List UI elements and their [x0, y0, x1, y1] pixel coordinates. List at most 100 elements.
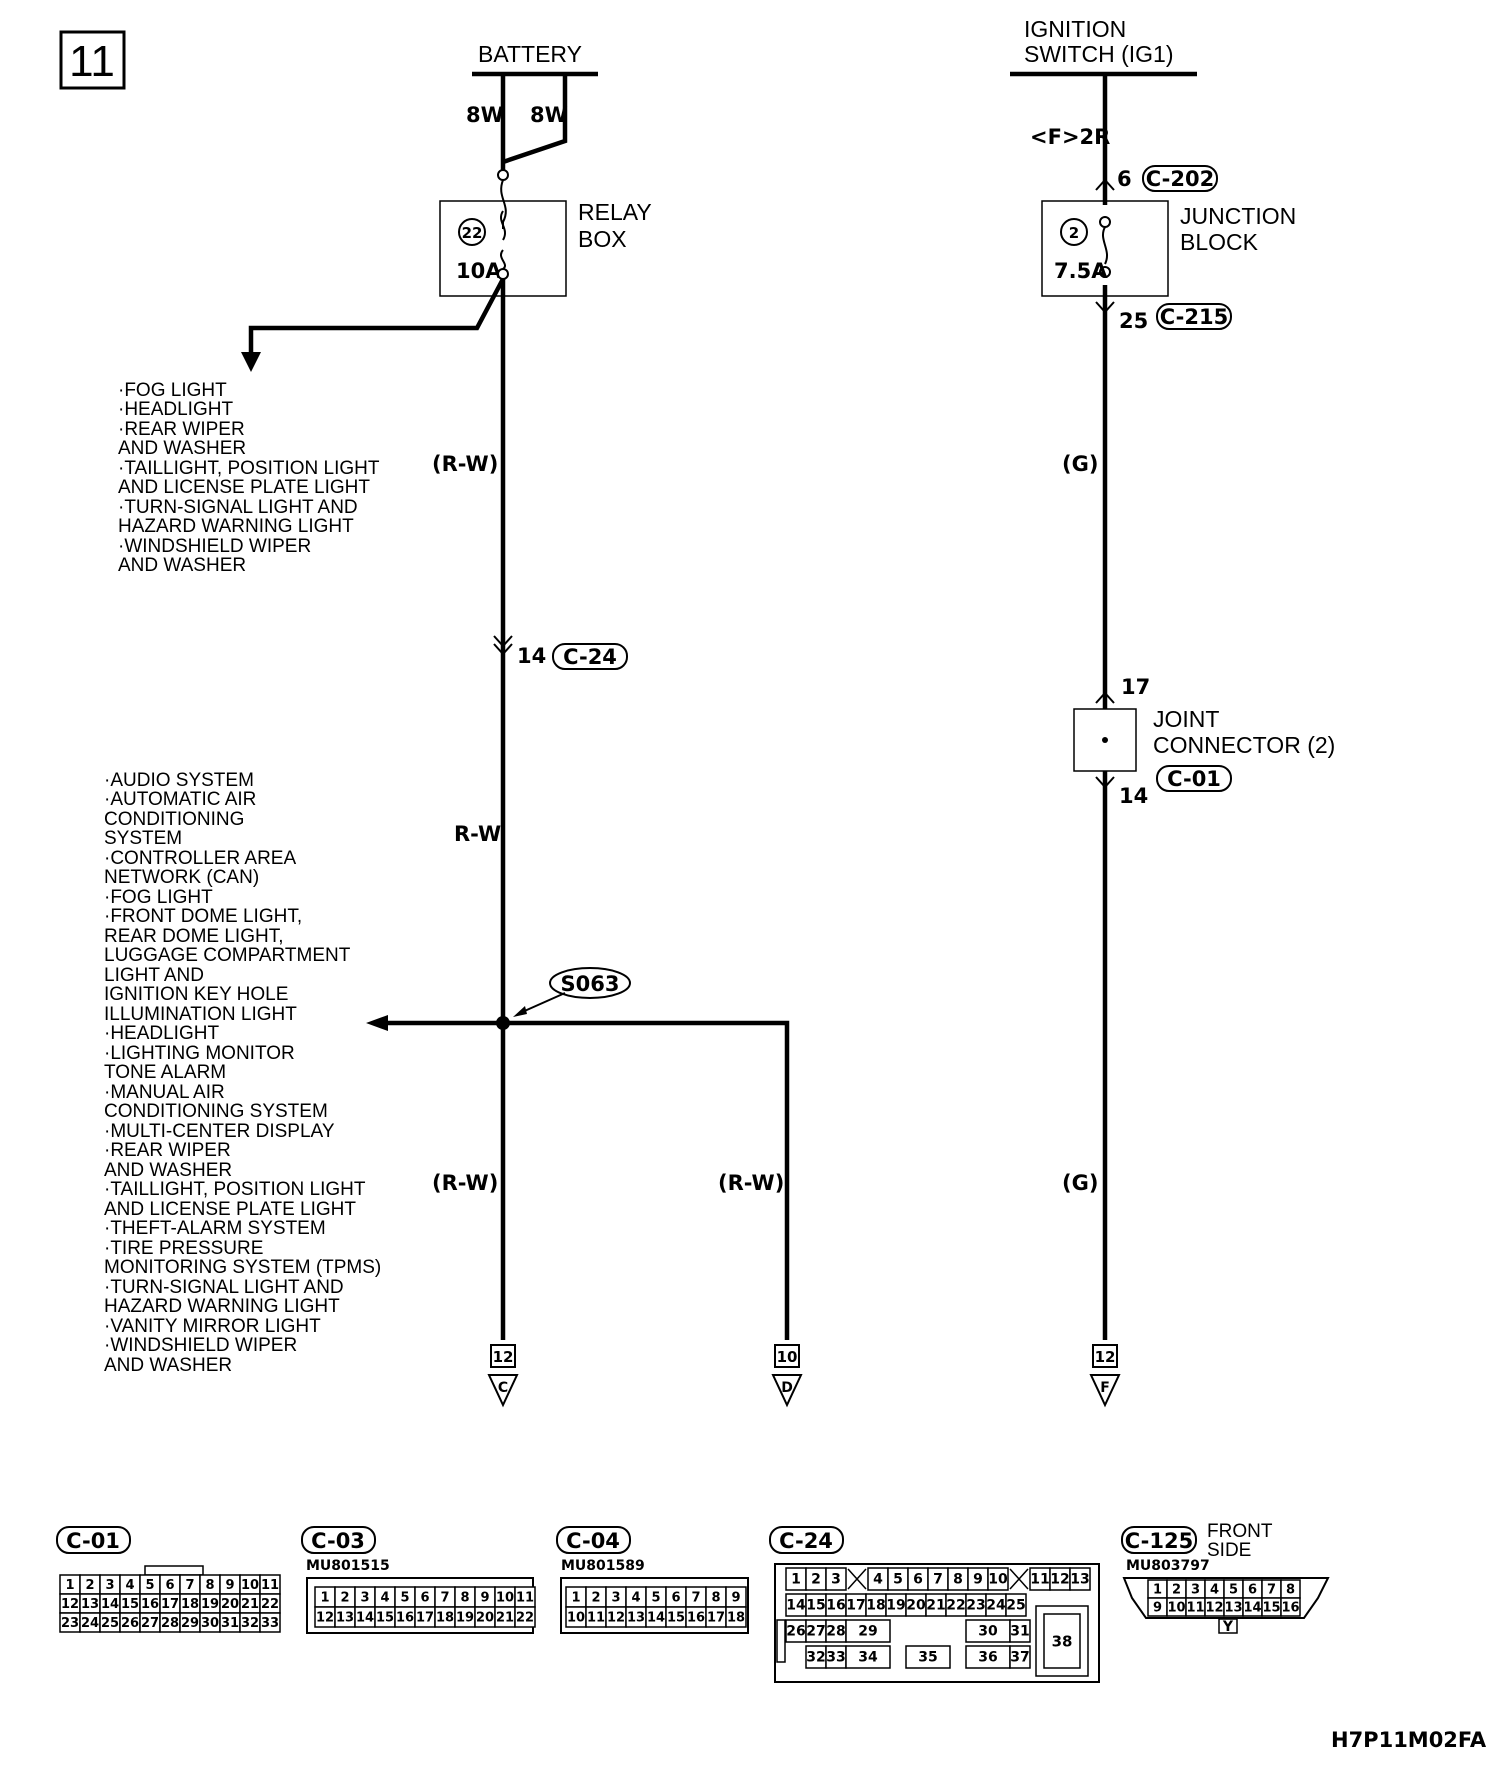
- connector-pin-label: 14: [1243, 1601, 1261, 1616]
- connector-pin-label: 32: [241, 1616, 259, 1631]
- connector-pin-cell: [1009, 1619, 1031, 1643]
- connector-pin-label: 4: [873, 1572, 883, 1588]
- connector-pin-label: 34: [858, 1650, 878, 1666]
- rw-label-d: (R-W): [718, 1171, 784, 1195]
- connector-pin-label: 14: [647, 1611, 665, 1626]
- connector-pin-label: 1: [320, 1591, 329, 1606]
- connector-c125-side-2: SIDE: [1207, 1540, 1251, 1561]
- connector-pin-label: 12: [1205, 1601, 1223, 1616]
- connector-pin-label: 20: [221, 1597, 239, 1612]
- g-label-lower: (G): [1062, 1171, 1098, 1195]
- connector-pin-label: 18: [727, 1611, 745, 1626]
- connector-pin-label: 9: [225, 1578, 234, 1593]
- connector-pin-label: 37: [1010, 1650, 1029, 1666]
- connector-pin-label: 13: [1070, 1572, 1089, 1588]
- connector-pin-label: 29: [181, 1616, 199, 1631]
- connector-pin-label: 2: [811, 1572, 821, 1588]
- connector-pin-label: 33: [826, 1650, 845, 1666]
- connector-pin-label: 15: [376, 1611, 394, 1626]
- connector-pin-label: 35: [918, 1650, 937, 1666]
- connector-c04-part: MU801589: [561, 1558, 645, 1574]
- connector-pin-label: 2: [85, 1578, 94, 1593]
- connector-pin-label: 10: [496, 1591, 514, 1606]
- connector-pin-label: 19: [456, 1611, 474, 1626]
- connector-pin-label: 16: [1281, 1601, 1299, 1616]
- connector-pin-label: 5: [400, 1591, 409, 1606]
- connector-c125-key: Y: [1222, 1619, 1234, 1635]
- connector-pin-label: 15: [806, 1598, 825, 1614]
- connector-pin-label: 16: [826, 1598, 845, 1614]
- relay-fuse-number: 22: [462, 224, 483, 242]
- connector-pin-label: 12: [1050, 1572, 1069, 1588]
- upper-system-list: ·FOG LIGHT ·HEADLIGHT ·REAR WIPER AND WA…: [118, 380, 384, 576]
- continuation-c: 12 C: [487, 1344, 519, 1408]
- connector-pin-label: 26: [121, 1616, 139, 1631]
- connector-pin-label: 8: [460, 1591, 469, 1606]
- connector-pin-label: 11: [1030, 1572, 1049, 1588]
- connector-pin-label: 7: [440, 1591, 449, 1606]
- joint-conn: C-01: [1167, 767, 1221, 791]
- connector-pin-cell: [905, 1645, 951, 1669]
- connector-pin-label: 9: [731, 1591, 740, 1606]
- connector-pin-label: 4: [1210, 1583, 1219, 1598]
- d-branch-wire: [503, 1020, 790, 1340]
- jb-out-conn: C-215: [1160, 305, 1228, 329]
- relay-box-label-2: BOX: [578, 226, 627, 252]
- connector-pin-cell: [1009, 1645, 1031, 1669]
- continuation-c-letter: C: [498, 1380, 508, 1396]
- connector-pin-label: 12: [61, 1597, 79, 1612]
- connector-pin-label: 6: [420, 1591, 429, 1606]
- connector-pin-label: 2: [1172, 1583, 1181, 1598]
- connector-pin-label: 2: [340, 1591, 349, 1606]
- connector-pin-label: 22: [261, 1597, 279, 1612]
- c24-pin: 14: [517, 644, 546, 668]
- continuation-d-page: 10: [777, 1348, 798, 1366]
- jb-out-pin: 25: [1119, 309, 1148, 333]
- connector-pin-label: 14: [786, 1598, 806, 1614]
- connector-pin-label: 28: [161, 1616, 179, 1631]
- connector-pin-label: 13: [627, 1611, 645, 1626]
- connector-pin-label: 9: [973, 1572, 983, 1588]
- connector-pin-label: 9: [1153, 1601, 1162, 1616]
- continuation-d-letter: D: [781, 1380, 793, 1396]
- relay-box-label-1: RELAY: [578, 199, 652, 225]
- connector-pin-label: 1: [571, 1591, 580, 1606]
- connector-pin-label: 25: [101, 1616, 119, 1631]
- connector-pin-cell: [725, 1606, 747, 1628]
- jb-in-conn: C-202: [1146, 167, 1214, 191]
- junction-block-outline: [1041, 200, 1169, 297]
- connector-pin-label: 25: [1006, 1598, 1025, 1614]
- connector-pin-label: 21: [496, 1611, 514, 1626]
- connector-pin-cell: [825, 1567, 847, 1591]
- connector-pin-label: 10: [241, 1578, 259, 1593]
- relay-fuse-rating: 10A: [456, 259, 502, 283]
- connector-pin-label: 24: [986, 1598, 1006, 1614]
- connector-pin-cell: [1069, 1567, 1091, 1591]
- connector-pin-label: 15: [1262, 1601, 1280, 1616]
- connector-pin-label: 27: [141, 1616, 159, 1631]
- connector-pin-label: 13: [81, 1597, 99, 1612]
- jb-fuse-number: 2: [1069, 224, 1079, 242]
- connector-pin-label: 7: [185, 1578, 194, 1593]
- connector-pin-label: 15: [667, 1611, 685, 1626]
- connector-pin-label: 7: [691, 1591, 700, 1606]
- connector-pin-label: 4: [380, 1591, 389, 1606]
- connector-pin-label: 6: [671, 1591, 680, 1606]
- connector-pin-label: 20: [476, 1611, 494, 1626]
- connector-pin-label: 11: [261, 1578, 279, 1593]
- splice-label: S063: [561, 972, 620, 996]
- fuse-terminal-bottom: [497, 268, 509, 280]
- connector-pin-label: 38: [1052, 1632, 1073, 1650]
- connector-pin-label: 33: [261, 1616, 279, 1631]
- rw-label-middle: R-W: [454, 822, 501, 846]
- connector-pin-label: 14: [101, 1597, 119, 1612]
- jb-in-pin: 6: [1117, 167, 1132, 191]
- connector-pin-label: 26: [786, 1624, 805, 1640]
- upper-branch-wire: [248, 277, 505, 360]
